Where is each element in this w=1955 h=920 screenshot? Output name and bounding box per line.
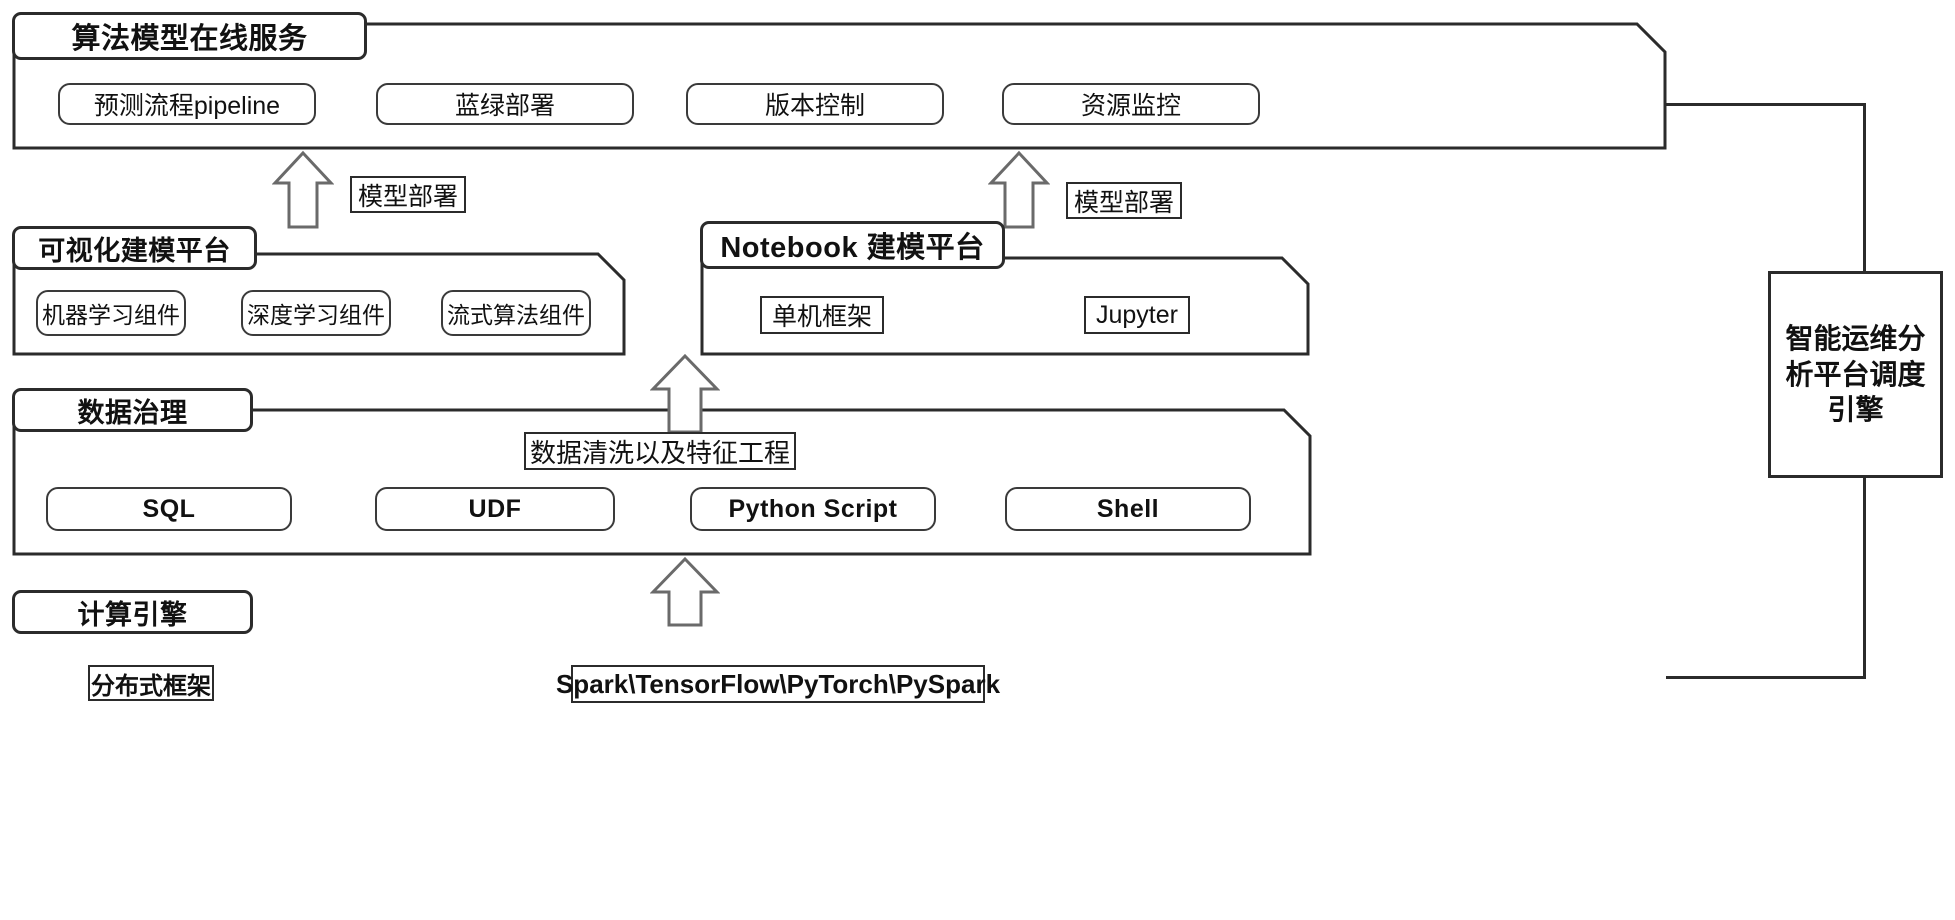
chip-udf[interactable]: UDF [375, 487, 615, 531]
chip-compute-frameworks[interactable]: Spark\TensorFlow\PyTorch\PySpark [556, 665, 1000, 703]
chip-python-script[interactable]: Python Script [690, 487, 936, 531]
chip-jupyter[interactable]: Jupyter [1084, 296, 1190, 334]
chip-resource-monitor-label: 资源监控 [1080, 92, 1181, 120]
chip-prediction-pipeline[interactable]: 预测流程pipeline [58, 83, 316, 125]
panel-title-data-governance-label: 数据治理 [77, 397, 188, 428]
chip-version-control[interactable]: 版本控制 [686, 83, 944, 125]
chip-python-script-label: Python Script [728, 494, 898, 523]
chip-sql[interactable]: SQL [46, 487, 292, 531]
chip-shell-label: Shell [1096, 494, 1160, 523]
panel-data-governance-outline [12, 408, 1312, 556]
chip-blue-green-deploy[interactable]: 蓝绿部署 [376, 83, 634, 125]
panel-title-compute-engine-label: 计算引擎 [77, 599, 188, 630]
edge-label-data-clean: 数据清洗以及特征工程 [524, 432, 796, 470]
panel-title-visual-modeling-label: 可视化建模平台 [38, 235, 231, 266]
chip-jupyter-label: Jupyter [1096, 300, 1178, 329]
chip-version-control-label: 版本控制 [764, 92, 865, 120]
connector-scheduler-bottom-vertical [1863, 478, 1866, 678]
chip-udf-label: UDF [468, 494, 522, 523]
chip-standalone-framework-label: 单机框架 [771, 303, 872, 331]
arrow-up-compute-to-data [650, 556, 720, 627]
panel-title-data-governance: 数据治理 [12, 388, 253, 432]
chip-compute-frameworks-label: Spark\TensorFlow\PyTorch\PySpark [555, 668, 1001, 699]
panel-title-visual-modeling: 可视化建模平台 [12, 226, 257, 270]
chip-shell[interactable]: Shell [1005, 487, 1251, 531]
arrow-up-model-deploy-left [272, 150, 334, 229]
edge-label-model-deploy-left-text: 模型部署 [357, 182, 458, 211]
chip-blue-green-deploy-label: 蓝绿部署 [454, 92, 555, 120]
arrow-up-model-deploy-right [988, 150, 1050, 229]
chip-streaming-component[interactable]: 流式算法组件 [441, 290, 591, 336]
panel-title-online-service-label: 算法模型在线服务 [71, 23, 308, 55]
chip-dl-component-label: 深度学习组件 [247, 302, 385, 328]
panel-title-online-service: 算法模型在线服务 [12, 12, 367, 60]
chip-dl-component[interactable]: 深度学习组件 [241, 290, 391, 336]
edge-label-model-deploy-left: 模型部署 [350, 176, 466, 213]
panel-title-notebook-modeling-label: Notebook 建模平台 [720, 232, 985, 264]
chip-ml-component[interactable]: 机器学习组件 [36, 290, 186, 336]
connector-scheduler-to-bottom [1666, 676, 1866, 679]
connector-top-to-scheduler [1666, 103, 1866, 106]
scheduler-engine-box[interactable]: 智能运维分析平台调度引擎 [1768, 271, 1943, 478]
chip-streaming-component-label: 流式算法组件 [447, 302, 585, 328]
chip-standalone-framework[interactable]: 单机框架 [760, 296, 884, 334]
chip-distributed-framework-label: 分布式框架 [91, 672, 211, 700]
edge-label-model-deploy-right: 模型部署 [1066, 182, 1182, 219]
connector-scheduler-top-vertical [1863, 103, 1866, 271]
edge-label-data-clean-text: 数据清洗以及特征工程 [530, 437, 791, 468]
panel-title-compute-engine: 计算引擎 [12, 590, 253, 634]
scheduler-engine-label: 智能运维分析平台调度引擎 [1785, 322, 1926, 426]
arrow-up-data-clean [650, 353, 720, 434]
edge-label-model-deploy-right-text: 模型部署 [1073, 188, 1174, 217]
chip-distributed-framework[interactable]: 分布式框架 [88, 665, 214, 701]
chip-resource-monitor[interactable]: 资源监控 [1002, 83, 1260, 125]
chip-ml-component-label: 机器学习组件 [42, 302, 180, 328]
panel-title-notebook-modeling: Notebook 建模平台 [700, 221, 1005, 269]
chip-sql-label: SQL [142, 494, 196, 523]
chip-prediction-pipeline-label: 预测流程pipeline [93, 92, 281, 120]
